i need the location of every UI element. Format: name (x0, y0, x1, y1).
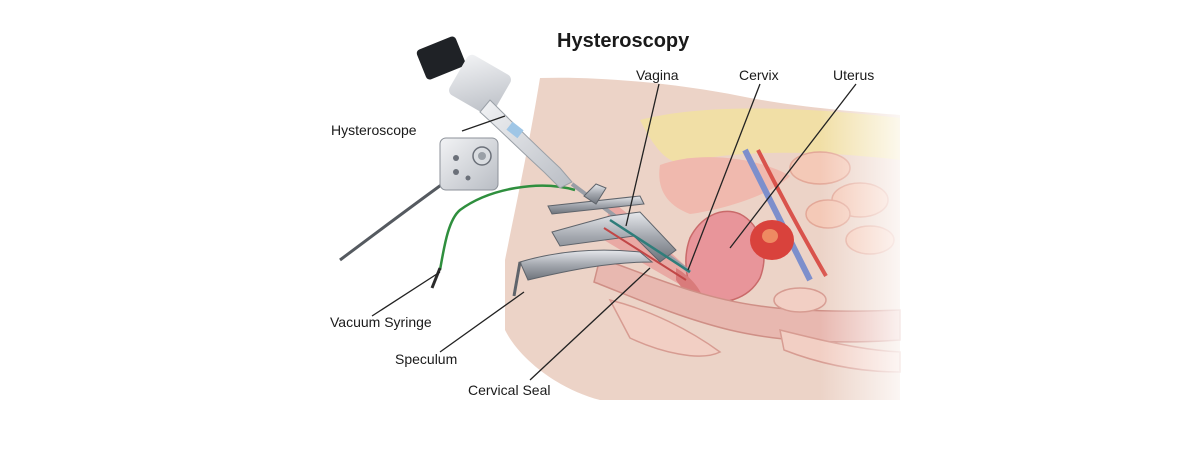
blood-vessel-red (756, 149, 828, 278)
leader-lines (371, 83, 857, 381)
syringe-tip (430, 267, 442, 289)
speculum (512, 183, 691, 297)
leader-cervix (687, 83, 761, 271)
label-speculum: Speculum (395, 351, 457, 367)
camera-cable (339, 173, 456, 262)
suction-tube (438, 184, 576, 271)
right-fade (820, 70, 920, 410)
label-vagina: Vagina (636, 67, 679, 83)
anatomy-illustration (505, 70, 920, 410)
leader-vagina (625, 83, 660, 227)
leader-hysteroscope (461, 115, 506, 132)
leader-uterus (729, 83, 857, 249)
leader-cervical-seal (529, 267, 651, 381)
label-cervix: Cervix (739, 67, 779, 83)
label-uterus: Uterus (833, 67, 874, 83)
blood-vessel-blue (742, 148, 813, 282)
label-cervical-seal: Cervical Seal (468, 382, 550, 398)
leader-vacuum-syringe (371, 271, 441, 317)
label-vacuum-syringe: Vacuum Syringe (330, 314, 432, 330)
instruments (339, 36, 692, 297)
diagram-title: Hysteroscopy (557, 30, 690, 52)
label-hysteroscope: Hysteroscope (331, 122, 417, 138)
leader-speculum (439, 291, 525, 353)
control-box (439, 137, 499, 191)
